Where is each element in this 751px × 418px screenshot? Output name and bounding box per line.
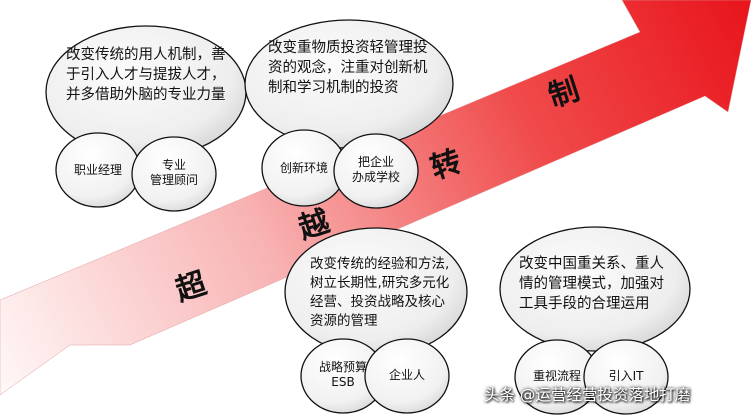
bubble-2-text: 改变重物质投资轻管理投资的观念，注重对创新机制和学习机制的投资 <box>268 40 428 96</box>
bubble-1-text: 改变传统的用人机制，善于引入人才与提拔人才，并多借助外脑的专业力量 <box>66 47 226 103</box>
bubble-2-label-2: 把企业 办成学校 <box>351 155 400 184</box>
bubble-1-label-2: 专业 管理顾问 <box>149 158 198 187</box>
bubble-2-label-2-circle <box>333 133 419 209</box>
bubble-1-label-2-circle <box>131 136 217 212</box>
bubble-3-text: 改变传统的经验和方法,树立长期性,研究多元化经营、投资战略及核心资源的管理 <box>310 256 450 329</box>
bubble-4 <box>499 226 691 352</box>
watermark-text: 头条 @运营经营投资落地打磨 <box>484 386 691 404</box>
bubble-4-label-2: 引入IT <box>608 369 644 383</box>
bubble-4-text: 改变中国重关系、重人情的管理模式，加强对工具手段的合理运用 <box>519 256 664 312</box>
bubble-3-label-2-circle <box>364 338 450 414</box>
bubble-3-label-2: 企业人 <box>388 368 425 382</box>
bubble-4-label-1: 重视流程 <box>532 369 581 383</box>
bubble-1-label-1: 职业经理 <box>73 163 122 177</box>
bubble-4-label-2-circle <box>583 339 669 415</box>
bubble-3-label-1: 战略预算 ESB <box>318 360 367 389</box>
bubble-2-label-1: 创新环境 <box>279 161 328 175</box>
